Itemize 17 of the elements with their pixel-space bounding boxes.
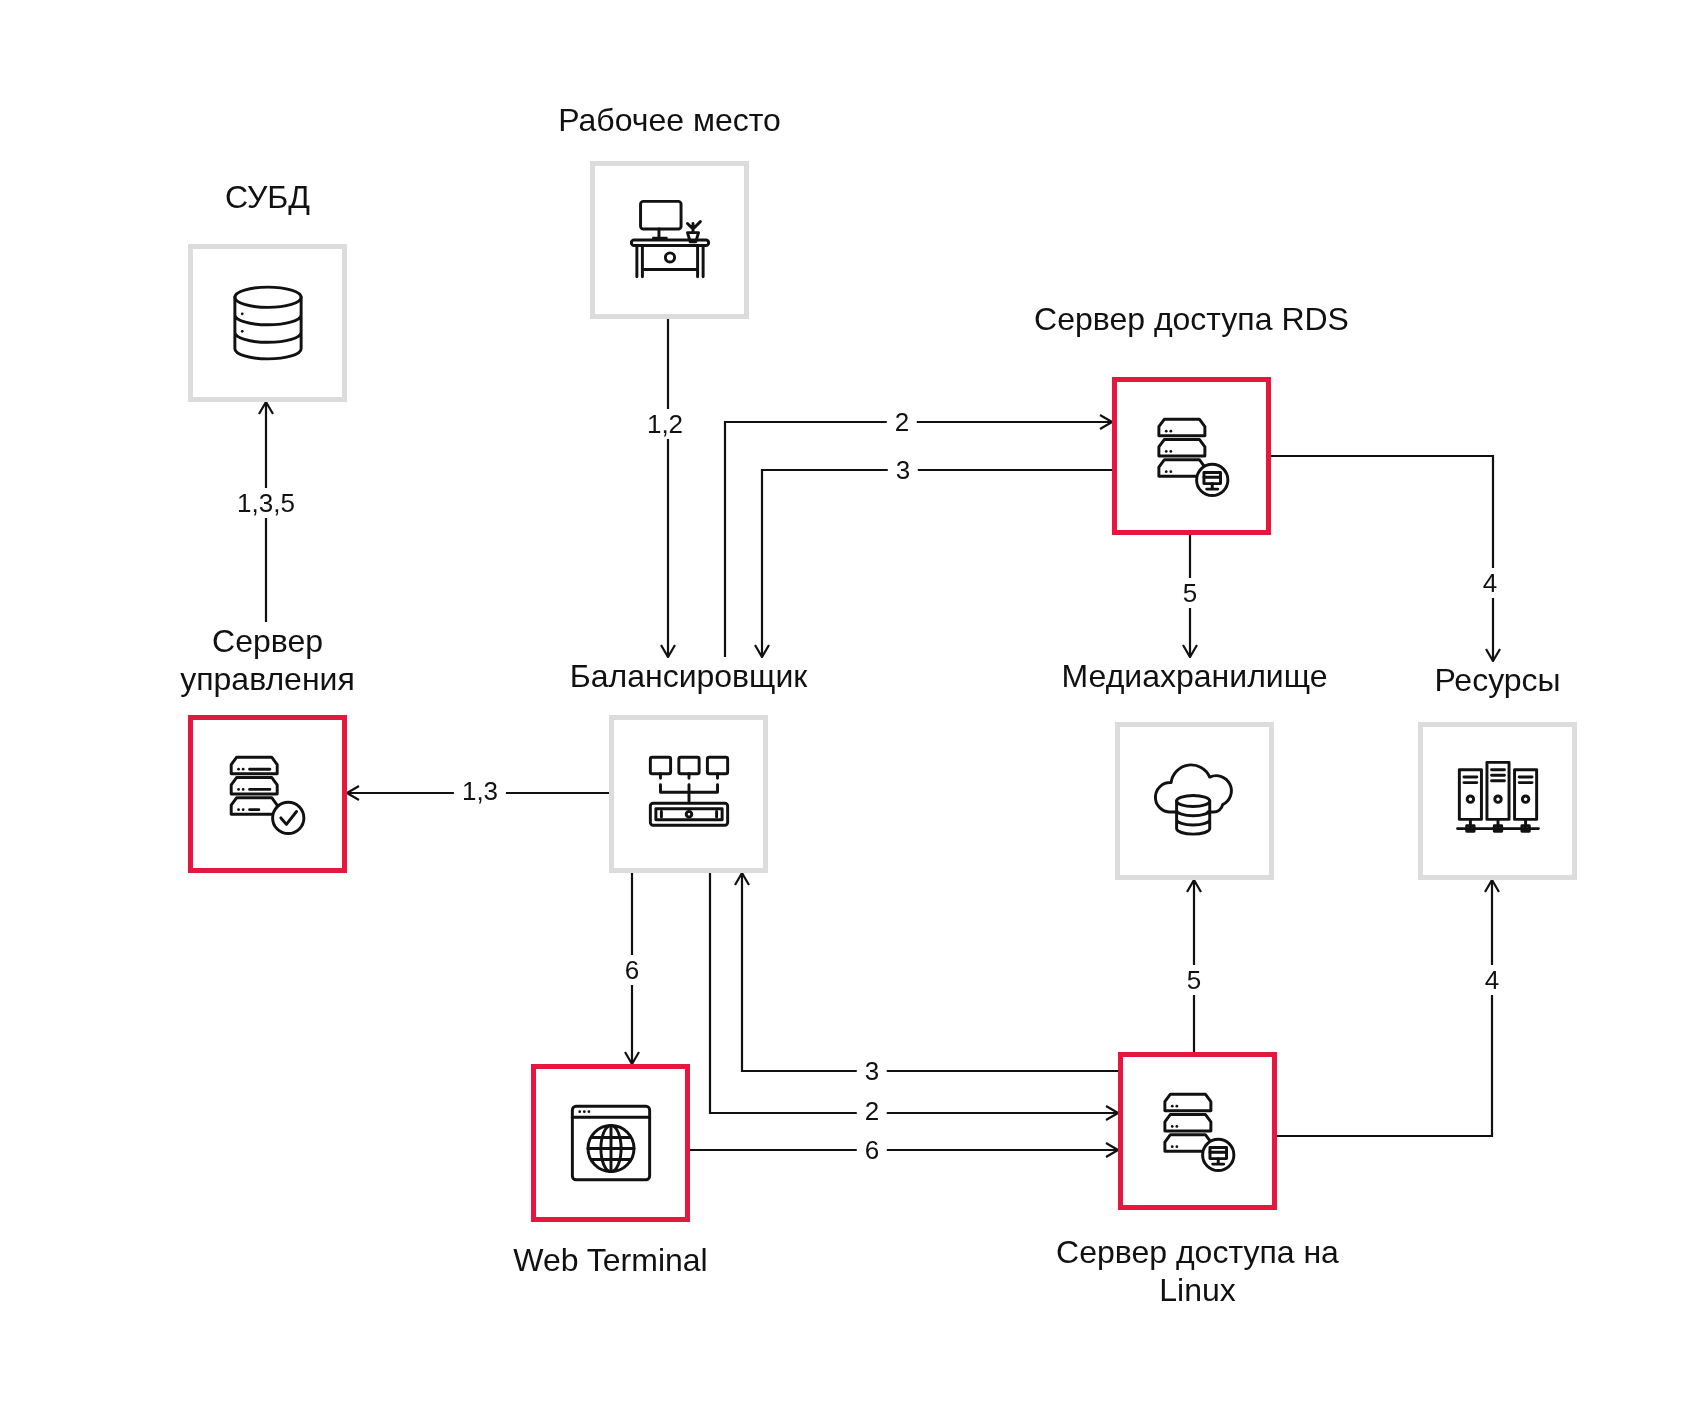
node-label: Ресурсы: [1433, 661, 1562, 699]
node-label: Рабочее место: [557, 101, 782, 139]
node-label: Балансировщик: [568, 657, 809, 695]
arrow: [753, 468, 1112, 659]
node-label: Медиахранилище: [1060, 657, 1329, 695]
node-label: Сервер управления: [179, 622, 356, 698]
node-label: Web Terminal: [512, 1241, 709, 1279]
arrow: [690, 1141, 1120, 1159]
arrow: [723, 413, 1114, 657]
arrow: [708, 873, 1120, 1122]
arrow: [733, 871, 1118, 1073]
node-label: СУБД: [223, 178, 311, 216]
node-label: Сервер доступа RDS: [1033, 300, 1350, 338]
node-label: Сервер доступа на Linux: [1055, 1233, 1340, 1309]
arrow: [1277, 878, 1501, 1138]
arrow: [659, 319, 677, 659]
arrow: [1271, 454, 1502, 663]
